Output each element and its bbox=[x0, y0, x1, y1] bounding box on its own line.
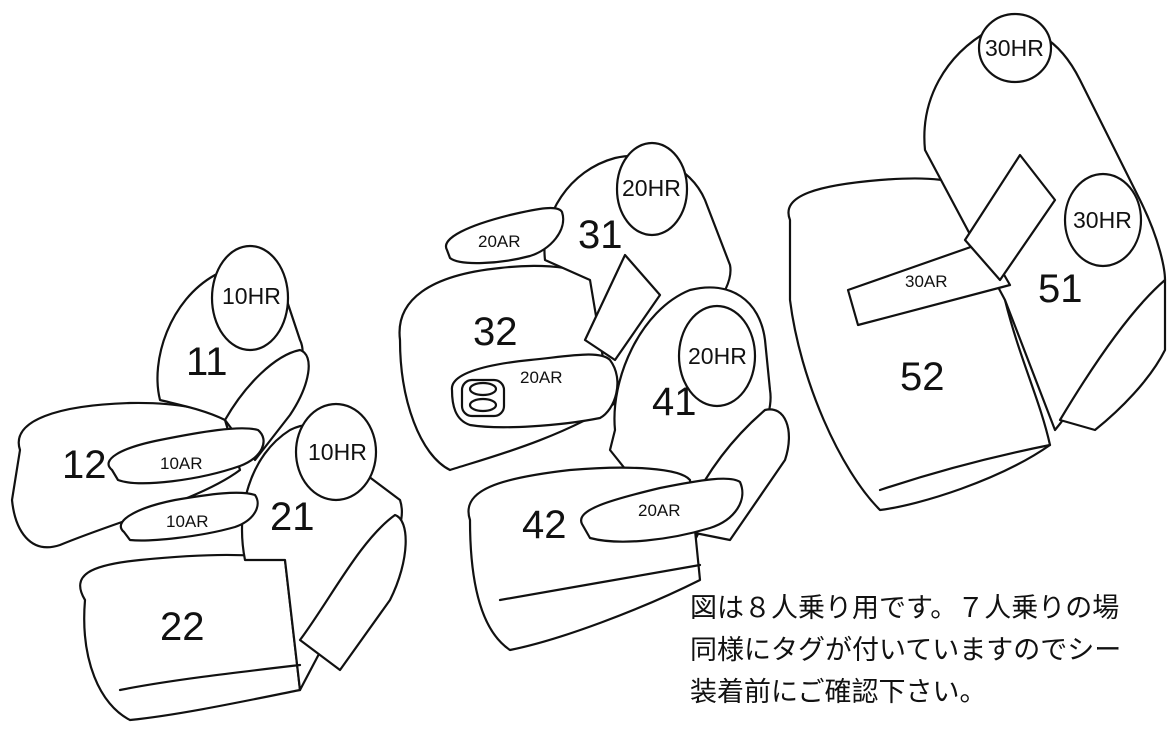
seat-51-panel bbox=[963, 153, 1057, 282]
seat-21-bolster bbox=[298, 513, 407, 672]
seat-42-lower-line bbox=[498, 563, 702, 602]
tag-10ar-lower: 10AR bbox=[166, 512, 209, 531]
seat-number-42: 42 bbox=[522, 503, 567, 547]
headrest-tag-30hr-top bbox=[977, 12, 1053, 84]
seat-number-52: 52 bbox=[900, 355, 945, 399]
armrest-20ar-left bbox=[444, 206, 565, 265]
tag-20hr-right: 20HR bbox=[688, 343, 747, 369]
middle-seat-group bbox=[398, 141, 790, 652]
seat-31-panel bbox=[583, 253, 662, 362]
seat-number-22: 22 bbox=[160, 605, 205, 649]
note-line-2: 同様にタグが付いていますのでシー bbox=[690, 635, 1122, 666]
front-seat-group bbox=[10, 244, 407, 722]
tag-20ar-console: 20AR bbox=[520, 368, 563, 387]
headrest-tag-10hr-lower bbox=[294, 402, 378, 502]
seat-number-11: 11 bbox=[186, 340, 228, 384]
armrest-30ar bbox=[846, 240, 1012, 327]
seat-22-lower-line bbox=[118, 663, 302, 692]
tag-20ar-left: 20AR bbox=[478, 232, 521, 251]
headrest-tag-10hr-top bbox=[210, 244, 290, 352]
headrest-tag-20hr-right bbox=[677, 304, 757, 408]
tag-30ar: 30AR bbox=[905, 272, 948, 291]
tag-10hr-lower: 10HR bbox=[308, 439, 367, 465]
fitting-note: 図は８人乗り用です。７人乗りの場 同様にタグが付いていますのでシー 装着前にご確… bbox=[690, 588, 1169, 714]
note-line-3: 装着前にご確認下さい。 bbox=[690, 677, 987, 708]
tag-30hr-top: 30HR bbox=[985, 35, 1044, 61]
tag-20ar-right: 20AR bbox=[638, 501, 681, 520]
armrest-10ar-upper bbox=[107, 427, 265, 485]
note-line-1: 図は８人乗り用です。７人乗りの場 bbox=[690, 593, 1120, 624]
headrest-tag-20hr-top bbox=[615, 141, 689, 237]
seat-51-bolster bbox=[1058, 278, 1167, 432]
headrest-tag-30hr-right bbox=[1063, 172, 1143, 268]
seat-number-32: 32 bbox=[473, 310, 518, 354]
rear-seat-group bbox=[787, 12, 1167, 512]
seat-number-51: 51 bbox=[1038, 267, 1083, 311]
tag-30hr-right: 30HR bbox=[1073, 207, 1132, 233]
tag-10ar-upper: 10AR bbox=[160, 454, 203, 473]
cup-icon-1 bbox=[468, 381, 498, 397]
armrest-10ar-lower bbox=[119, 491, 259, 542]
tag-20hr-top: 20HR bbox=[622, 175, 681, 201]
seat-number-41: 41 bbox=[652, 380, 697, 424]
tag-10hr-top: 10HR bbox=[222, 283, 281, 309]
seat-52-lower-line bbox=[878, 443, 1052, 492]
seat-number-12: 12 bbox=[62, 443, 107, 487]
seat-number-21: 21 bbox=[270, 495, 315, 539]
seat-number-31: 31 bbox=[578, 213, 623, 257]
cup-icon-2 bbox=[468, 397, 498, 413]
armrest-20ar-right bbox=[580, 477, 744, 543]
